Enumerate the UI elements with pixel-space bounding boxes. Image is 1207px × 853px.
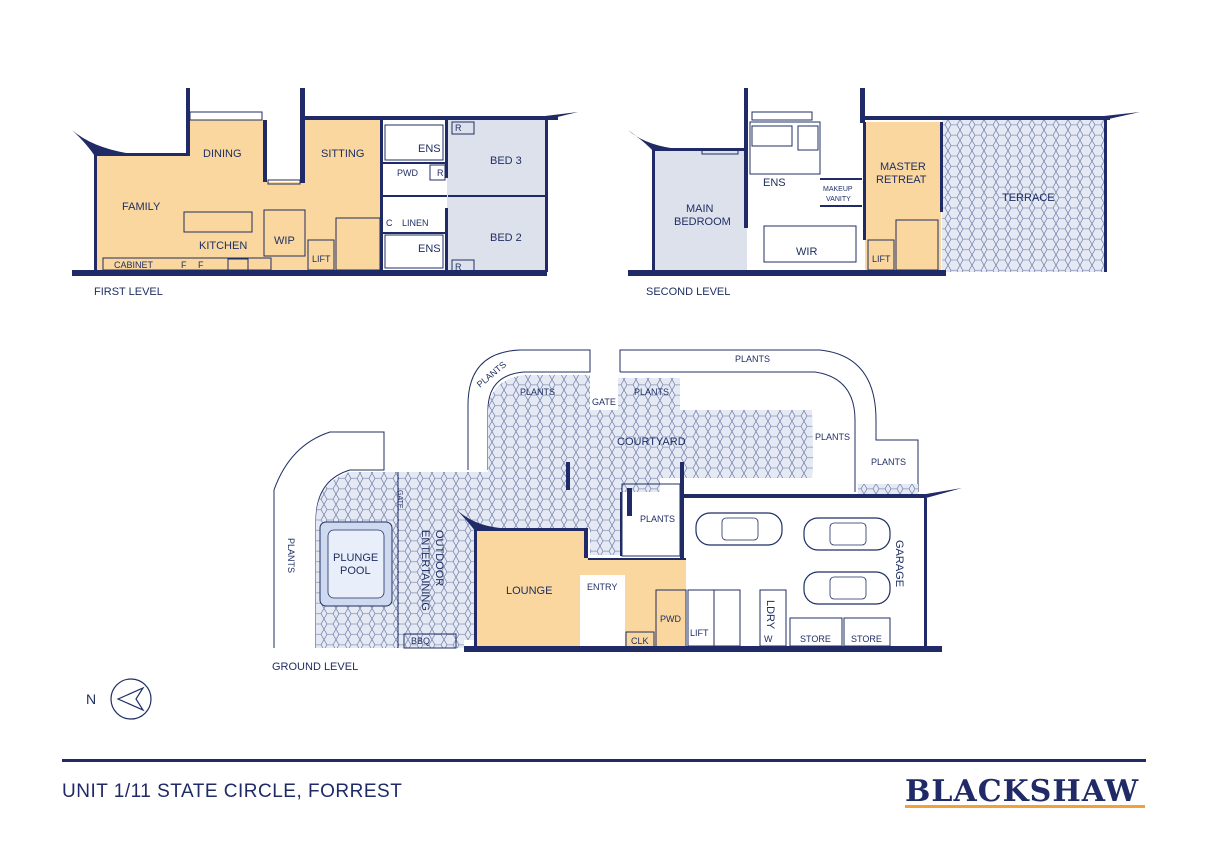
robe-r2: R xyxy=(437,168,444,178)
room-bed2: BED 2 xyxy=(490,232,522,244)
label-lounge: LOUNGE xyxy=(506,585,552,597)
label-pwd: PWD xyxy=(660,614,681,624)
room-master-2: RETREAT xyxy=(876,174,927,186)
label-plants-right: PLANTS xyxy=(815,432,850,442)
label-plants-entry: PLANTS xyxy=(640,514,675,524)
label-store-1: STORE xyxy=(800,634,831,644)
room-linen: LINEN xyxy=(402,218,429,228)
first-level-labels: DINING SITTING FAMILY KITCHEN WIP ENS PW… xyxy=(94,123,522,298)
label-gate-top: GATE xyxy=(592,397,616,407)
label-clk: CLK xyxy=(631,636,649,646)
label-entry: ENTRY xyxy=(587,582,617,592)
robe-r3: R xyxy=(455,262,462,272)
label-plants-far: PLANTS xyxy=(871,457,906,467)
north-arrow-icon: N xyxy=(86,678,152,720)
label-plunge-1: PLUNGE xyxy=(333,552,378,564)
car-icon xyxy=(803,517,891,551)
room-ens: ENS xyxy=(763,177,786,189)
label-w: W xyxy=(764,634,773,644)
room-ens-bottom: ENS xyxy=(418,243,441,255)
label-plunge-2: POOL xyxy=(340,565,371,577)
footer-divider xyxy=(62,759,1146,762)
robe-r1: R xyxy=(455,123,462,133)
room-main-bedroom-1: MAIN xyxy=(686,203,714,215)
brand-underline xyxy=(905,805,1145,808)
label-plants-top: PLANTS xyxy=(735,354,770,364)
property-address: UNIT 1/11 STATE CIRCLE, FORREST xyxy=(62,781,403,802)
label-outdoor-1: OUTDOOR xyxy=(433,530,445,586)
level-label-ground: GROUND LEVEL xyxy=(272,661,358,673)
fridge-label-1: F xyxy=(181,260,187,270)
label-plants-b: PLANTS xyxy=(634,387,669,397)
cabinet-label: CABINET xyxy=(114,260,154,270)
room-dining: DINING xyxy=(203,148,242,160)
first-level-plan xyxy=(72,88,578,276)
label-ldry: LDRY xyxy=(764,600,776,630)
label-plants-left: PLANTS xyxy=(286,538,296,573)
room-sitting: SITTING xyxy=(321,148,364,160)
brand-logo: BLACKSHAW xyxy=(905,774,1140,809)
car-icon xyxy=(695,512,783,546)
room-wir: WIR xyxy=(796,246,817,258)
label-courtyard: COURTYARD xyxy=(617,436,686,448)
second-level-plan xyxy=(628,88,1140,276)
car-icon xyxy=(803,571,891,605)
north-label: N xyxy=(86,691,96,707)
ground-level-plan xyxy=(273,349,962,652)
room-makeup-1: MAKEUP xyxy=(823,186,853,193)
label-gate-side: GATE xyxy=(396,490,403,509)
room-wip: WIP xyxy=(274,235,295,247)
room-c: C xyxy=(386,218,393,228)
label-plants-a: PLANTS xyxy=(520,387,555,397)
fridge-label-2: F xyxy=(198,260,204,270)
label-outdoor-2: ENTERTAINING xyxy=(419,530,431,611)
level-label-first: FIRST LEVEL xyxy=(94,286,163,298)
room-master-1: MASTER xyxy=(880,161,926,173)
room-ens-top: ENS xyxy=(418,143,441,155)
room-terrace: TERRACE xyxy=(1002,192,1055,204)
room-lift-2: LIFT xyxy=(872,254,891,264)
ground-level-labels: PLANTS PLANTS PLANTS PLANTS GATE COURTYA… xyxy=(272,354,906,673)
room-pwd: PWD xyxy=(397,168,418,178)
room-main-bedroom-2: BEDROOM xyxy=(674,216,731,228)
room-family: FAMILY xyxy=(122,201,161,213)
room-lift: LIFT xyxy=(312,254,331,264)
label-bbq: BBQ xyxy=(411,636,430,646)
room-makeup-2: VANITY xyxy=(826,196,851,203)
label-garage: GARAGE xyxy=(893,540,905,587)
label-store-2: STORE xyxy=(851,634,882,644)
room-bed3: BED 3 xyxy=(490,155,522,167)
label-lift: LIFT xyxy=(690,628,709,638)
room-kitchen: KITCHEN xyxy=(199,240,247,252)
second-level-labels: MAIN BEDROOM ENS MAKEUP VANITY WIR MASTE… xyxy=(646,161,1055,298)
level-label-second: SECOND LEVEL xyxy=(646,286,730,298)
